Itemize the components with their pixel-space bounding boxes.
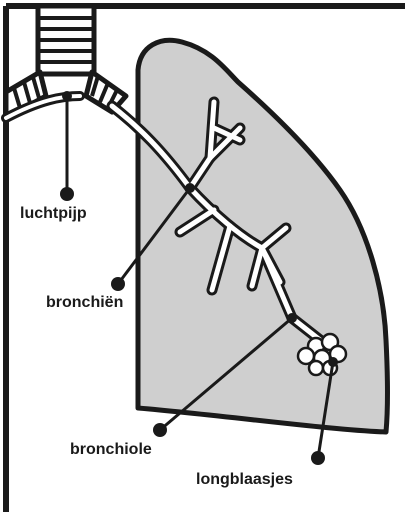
bronchi-label-dot bbox=[111, 277, 125, 291]
label-bronchi: bronchiën bbox=[46, 294, 123, 311]
bronchi-pointer-dot bbox=[185, 183, 195, 193]
label-alveoli: longblaasjes bbox=[196, 471, 293, 488]
bronchiole-label-dot bbox=[153, 423, 167, 437]
trachea-label-dot bbox=[60, 187, 74, 201]
trachea bbox=[38, 6, 94, 74]
trachea-pointer-dot bbox=[62, 91, 72, 101]
label-bronchiole: bronchiole bbox=[70, 441, 152, 458]
label-trachea: luchtpijp bbox=[20, 205, 87, 222]
alveoli-label-dot bbox=[311, 451, 325, 465]
bronchiole-pointer-dot bbox=[287, 313, 297, 323]
alveoli-pointer-dot bbox=[328, 357, 338, 367]
lung bbox=[138, 40, 388, 432]
